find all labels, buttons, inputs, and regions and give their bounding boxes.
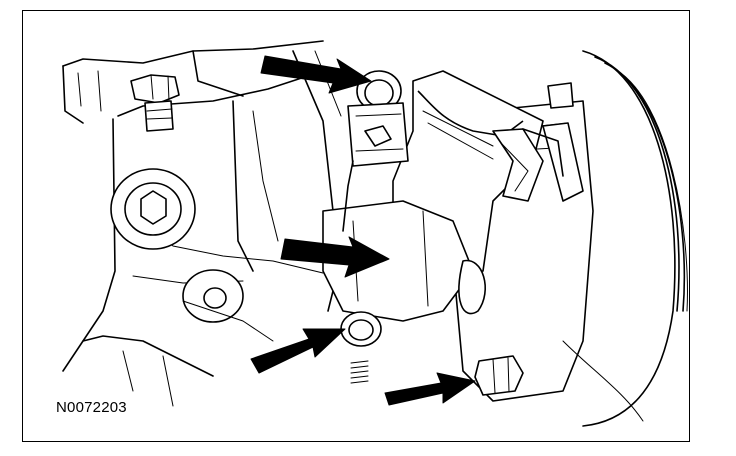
sensor-connector — [342, 102, 409, 232]
pulley — [562, 50, 688, 427]
arrow-hose-coupling — [280, 236, 390, 278]
bracket-eye — [182, 269, 274, 342]
engine-diagram-illustration — [62, 40, 688, 427]
arrow-upper-seal — [260, 55, 372, 94]
diagram-frame: N0072203 — [22, 10, 690, 442]
coolant-hose — [322, 70, 544, 322]
mount-bolt — [110, 168, 196, 250]
hose-clamp — [492, 128, 564, 202]
arrow-lower-bolt — [384, 372, 476, 406]
lower-bolt — [474, 355, 524, 396]
figure-id-label: N0072203 — [56, 399, 127, 416]
arrow-lower-seal — [250, 328, 346, 374]
lower-seal — [340, 311, 382, 347]
upper-bolt — [130, 74, 180, 132]
callout-arrows — [250, 55, 476, 406]
small-spring — [350, 360, 369, 384]
